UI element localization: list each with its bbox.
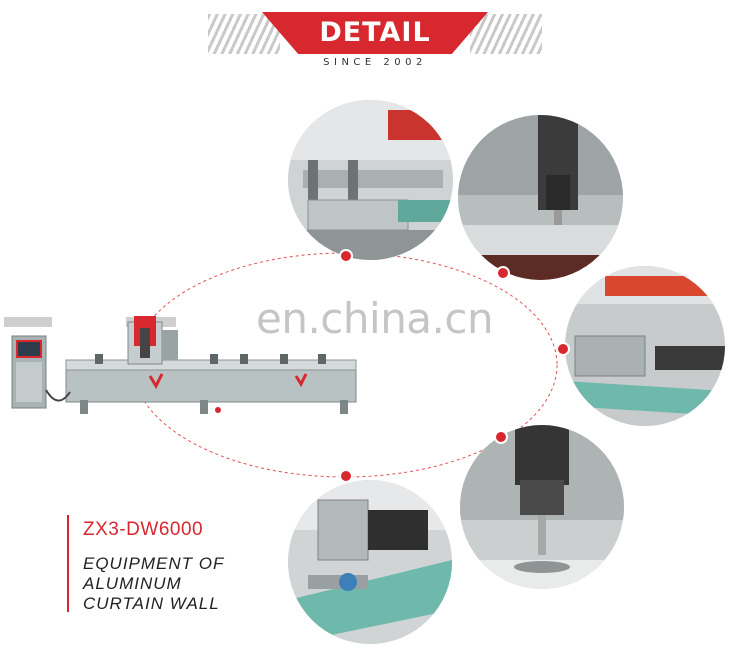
milling-cutter-photo	[460, 425, 624, 589]
callout-dot-1	[339, 249, 353, 263]
header-hatch-left	[208, 14, 280, 54]
spindle-drilling-photo	[458, 115, 623, 280]
callout-dot-5	[339, 469, 353, 483]
callout-dot-4	[494, 430, 508, 444]
callout-dot-2	[496, 266, 510, 280]
profile-rail-photo	[565, 266, 725, 426]
description-line-3: CURTAIN WALL	[83, 594, 220, 613]
model-number: ZX3-DW6000	[83, 519, 204, 540]
clamp-assembly-photo	[288, 100, 453, 260]
header-banner: DETAIL	[262, 12, 488, 54]
header-hatch-right	[470, 14, 542, 54]
description-line-2: ALUMINUM	[83, 574, 182, 593]
header-title: DETAIL	[319, 16, 431, 48]
callout-dot-3	[556, 342, 570, 356]
header-subtitle: SINCE 2002	[323, 57, 427, 68]
clamp-cylinder-photo	[288, 480, 452, 644]
caption-accent-bar	[67, 515, 69, 612]
description-line-1: EQUIPMENT OF	[83, 554, 225, 573]
machine-image	[4, 316, 357, 414]
watermark-text: en.china.cn	[256, 294, 494, 343]
